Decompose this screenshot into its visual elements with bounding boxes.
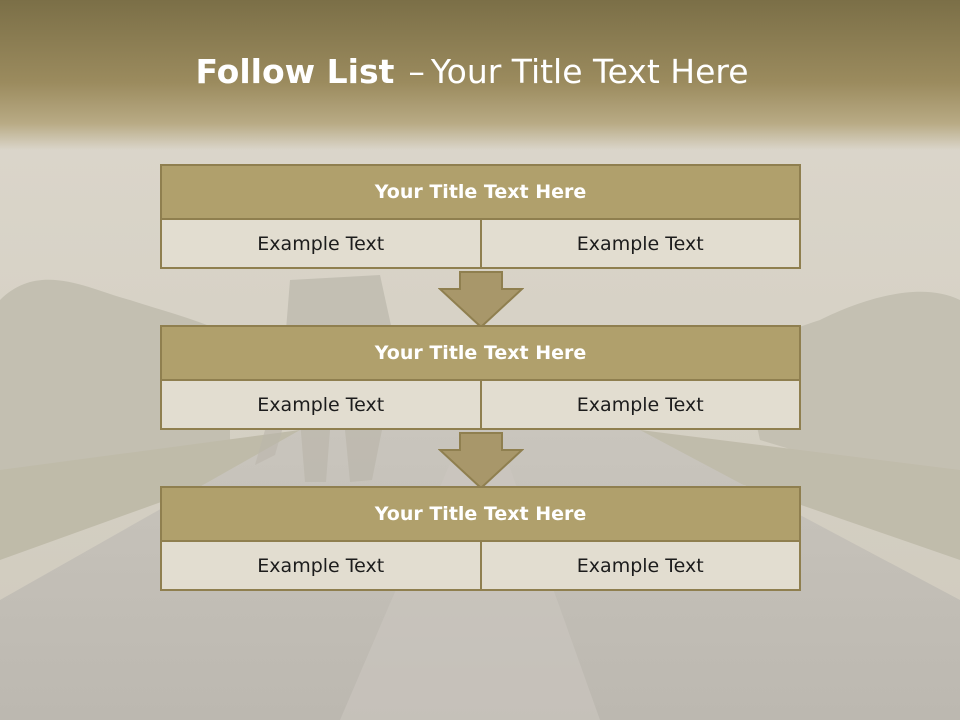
block-cell-left: Example Text [162,542,480,589]
slide-title-bold: Follow List [195,52,395,91]
slide-title-rest: Your Title Text Here [430,52,749,91]
block-cell-right: Example Text [479,381,799,428]
down-arrow-icon [438,271,524,329]
block-cell-right: Example Text [479,542,799,589]
block-title: Your Title Text Here [160,486,801,542]
down-arrow-icon [438,432,524,490]
slide-title: Follow List–Your Title Text Here [0,52,944,91]
list-block-3: Your Title Text Here Example Text Exampl… [160,486,801,591]
block-title: Your Title Text Here [160,325,801,381]
block-row: Example Text Example Text [160,381,801,430]
block-cell-left: Example Text [162,220,480,267]
block-row: Example Text Example Text [160,542,801,591]
block-row: Example Text Example Text [160,220,801,269]
block-cell-right: Example Text [479,220,799,267]
list-block-2: Your Title Text Here Example Text Exampl… [160,325,801,430]
header-band [0,0,960,150]
slide-title-dash: – [408,52,425,91]
block-title: Your Title Text Here [160,164,801,220]
block-cell-left: Example Text [162,381,480,428]
list-block-1: Your Title Text Here Example Text Exampl… [160,164,801,269]
